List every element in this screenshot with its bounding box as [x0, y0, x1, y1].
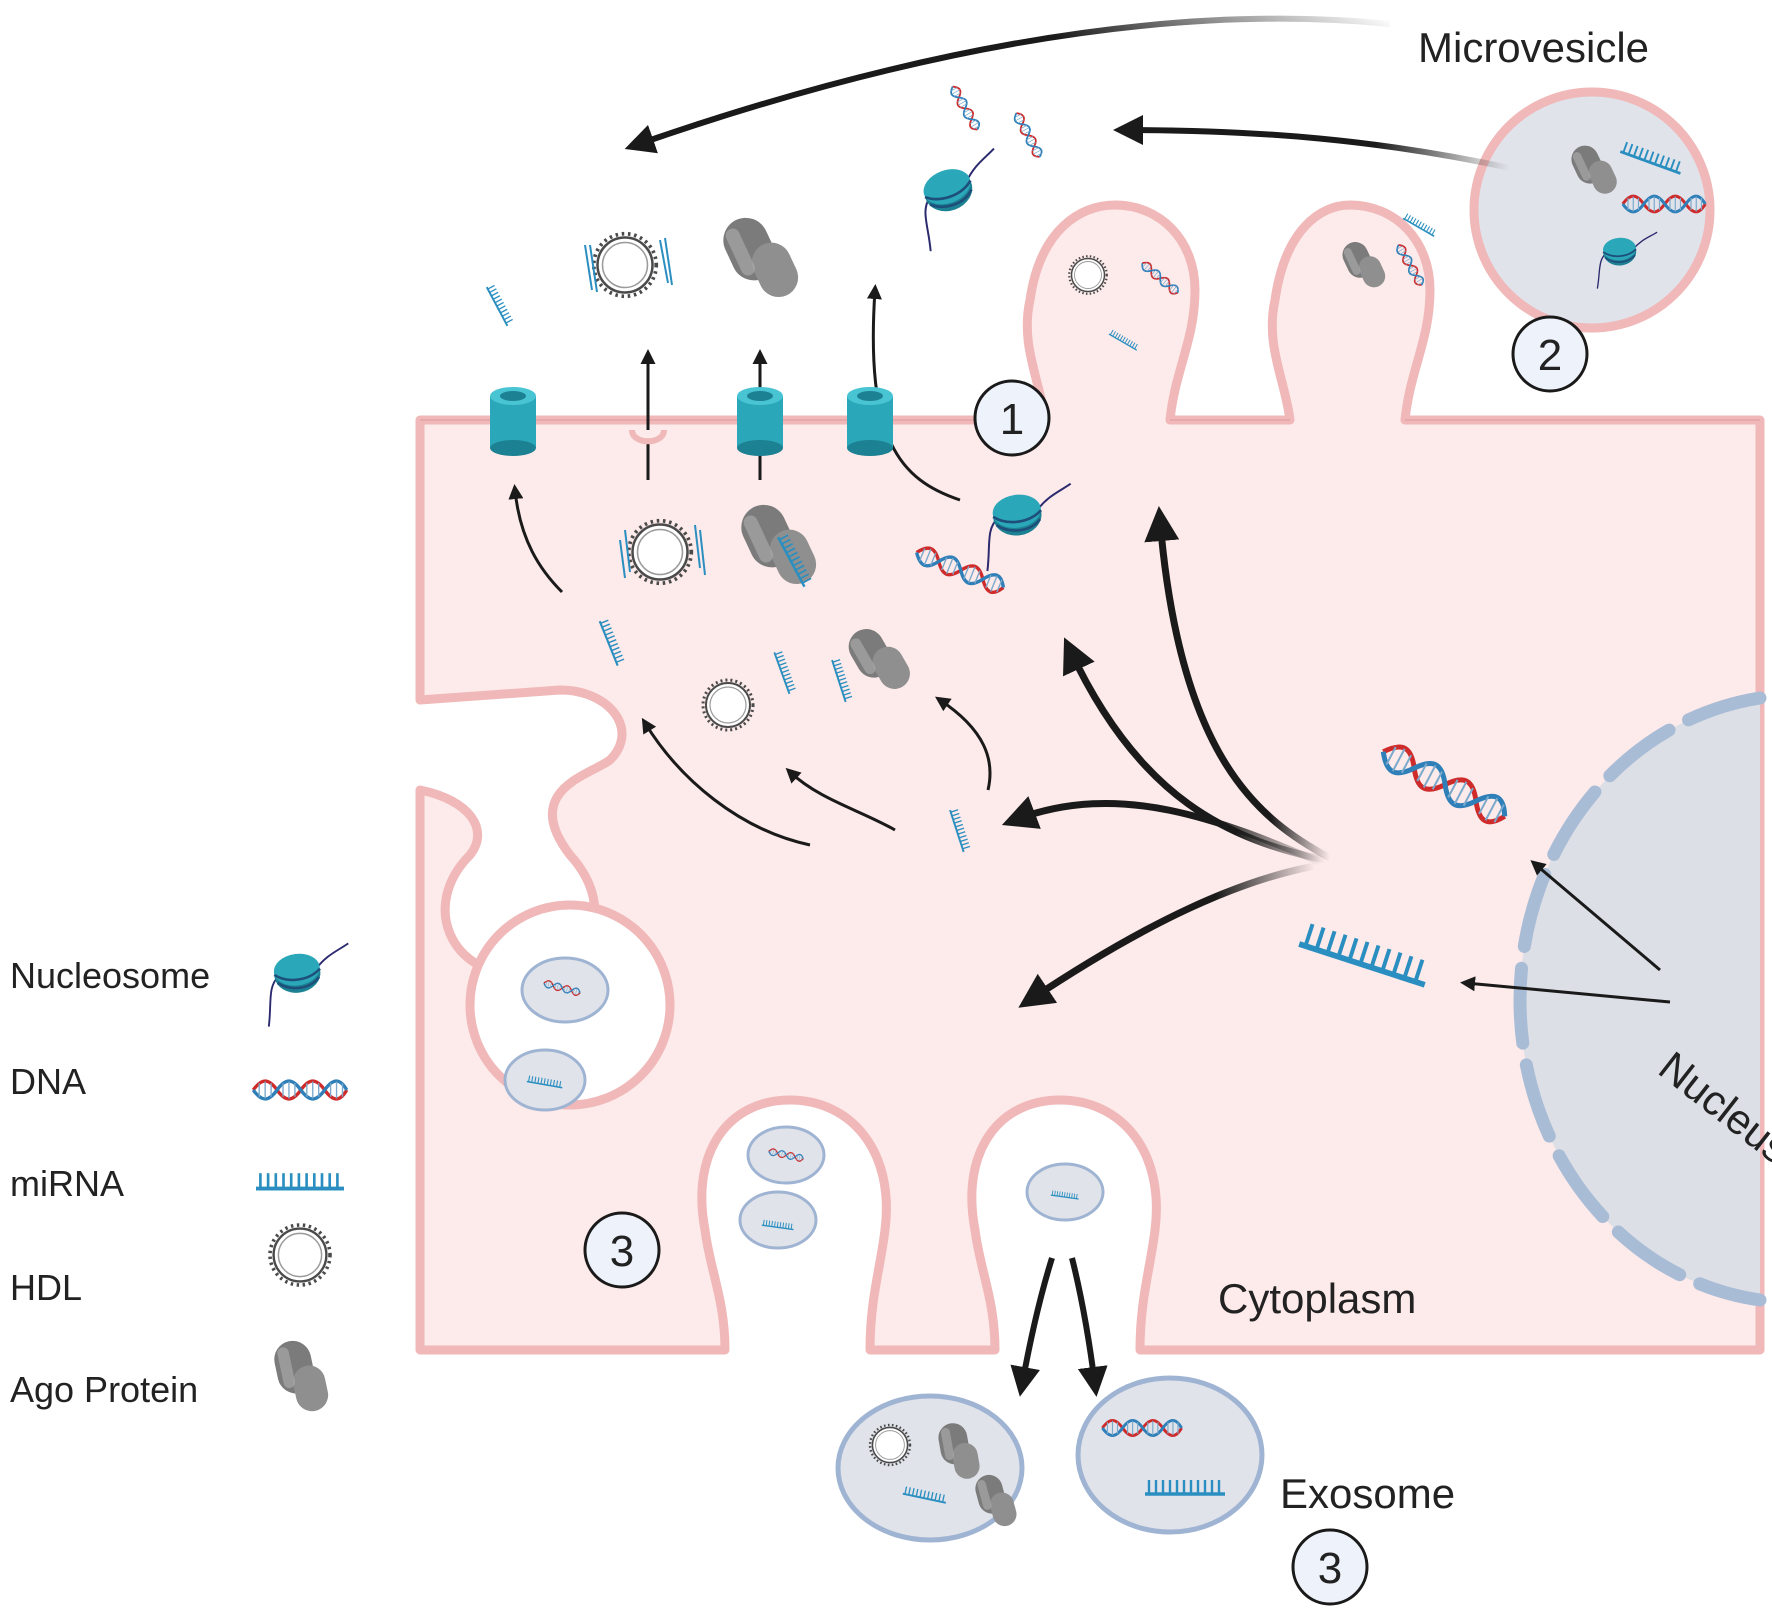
dna-icon [251, 1079, 349, 1101]
released-dna-icon [947, 83, 983, 133]
released-hdl-icon [591, 231, 659, 299]
released-dna-icon [1011, 110, 1045, 160]
legend-label-hdl: HDL [10, 1267, 82, 1308]
pathway-marker-2: 2 [1511, 315, 1589, 393]
mirna-icon [254, 1171, 346, 1191]
microvesicle-label: Microvesicle [1418, 24, 1649, 71]
svg-text:3: 3 [1318, 1544, 1342, 1593]
released-mirna-icon [485, 282, 516, 327]
ago-protein-icon [270, 1335, 332, 1418]
legend-label-mirna: miRNA [10, 1163, 124, 1204]
hdl-icon [268, 1223, 332, 1287]
pathway-marker-3-cell: 3 [583, 1211, 661, 1289]
exosome-right [1075, 1375, 1265, 1535]
legend: Nucleosome DNA miRNA HDL Ago Protein [10, 942, 360, 1418]
pathway-marker-3-exosome: 3 [1291, 1528, 1369, 1606]
cytoplasm-label: Cytoplasm [1218, 1275, 1416, 1322]
released-nucleosome-icon [903, 147, 1021, 253]
svg-text:3: 3 [610, 1227, 634, 1276]
membrane-channel [490, 387, 536, 456]
cell-membrane [415, 200, 1765, 1355]
released-ago-protein-icon [715, 205, 805, 311]
membrane-channel [847, 387, 893, 456]
legend-label-dna: DNA [10, 1061, 86, 1102]
membrane-channel [737, 387, 783, 456]
microvesicle [1469, 87, 1715, 333]
svg-text:2: 2 [1538, 331, 1562, 380]
nucleosome-icon [257, 942, 360, 1028]
exosome-label: Exosome [1280, 1470, 1455, 1517]
svg-text:1: 1 [1000, 395, 1024, 444]
legend-label-nucleosome: Nucleosome [10, 955, 210, 996]
release-arrows [1001, 506, 1332, 1008]
pathway-marker-1: 1 [973, 379, 1051, 457]
exosome-left [835, 1393, 1025, 1543]
legend-label-ago-protein: Ago Protein [10, 1369, 198, 1410]
cell [415, 200, 1765, 1355]
